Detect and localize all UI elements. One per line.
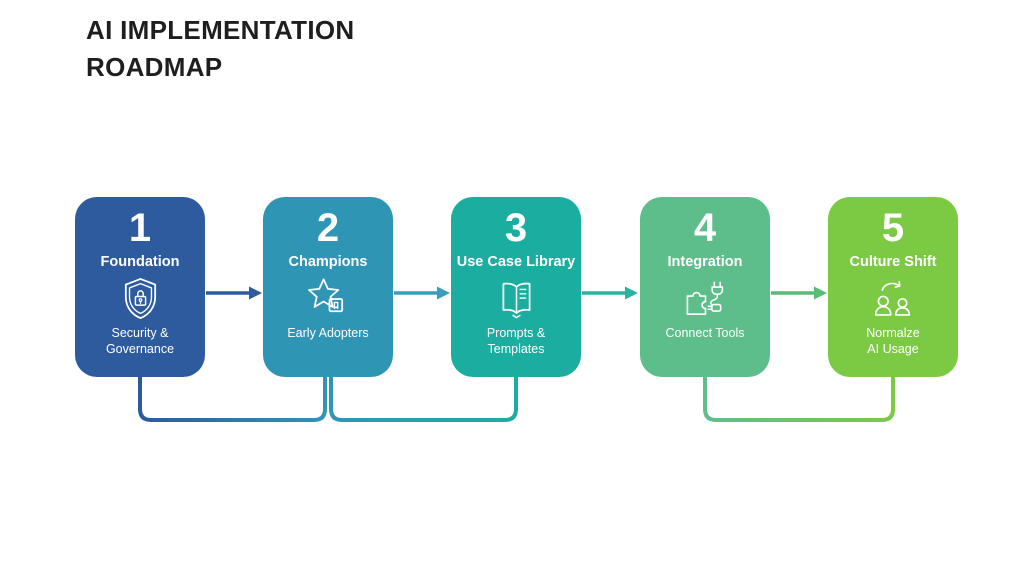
step-title: Champions [288,254,368,270]
step-card-integration: 4 Integration Connect Tools [640,197,770,377]
step-title: Foundation [100,254,180,270]
step-card-foundation: 1 Foundation Security & Governance [75,197,205,377]
step-number: 1 [128,206,152,250]
page-title-line2: ROADMAP [86,52,223,82]
puzzle-plug-icon [682,275,729,322]
people-arrow-icon [870,275,917,322]
flow-arrow-1 [206,286,262,300]
flow-arrow-2 [394,286,450,300]
step-subtitle: Security & Governance [105,326,175,356]
arrowhead-icon [625,286,638,300]
arrowhead-icon [814,286,827,300]
step-subtitle: Prompts & Templates [486,326,546,356]
step-card-champions: 2 Champions Early Adopters [263,197,393,377]
arrowhead-icon [437,286,450,300]
star-badge-icon [305,275,352,322]
step-title: Culture Shift [849,254,937,270]
connector-step4-step5 [703,375,895,422]
step-number: 3 [504,206,528,250]
flow-arrow-4 [771,286,827,300]
step-card-use-case-library: 3 Use Case Library Prompts & Templates [451,197,581,377]
step-subtitle: Connect Tools [665,326,745,340]
step-subtitle: Normalze AI Usage [866,326,920,356]
shield-lock-icon [117,275,164,322]
open-book-icon [493,275,540,322]
page-title: AI IMPLEMENTATION ROADMAP [86,12,354,86]
flow-arrow-3 [582,286,638,300]
step-card-culture-shift: 5 Culture Shift Normalze AI Usage [828,197,958,377]
arrowhead-icon [249,286,262,300]
connector-step1-step2 [138,375,327,422]
step-title: Use Case Library [456,254,576,270]
step-subtitle: Early Adopters [287,326,369,340]
step-number: 2 [316,206,340,250]
step-number: 4 [693,206,717,250]
step-title: Integration [667,254,743,270]
step-number: 5 [881,206,905,250]
page-title-line1: AI IMPLEMENTATION [86,15,355,45]
connector-step2-step3 [329,375,518,422]
